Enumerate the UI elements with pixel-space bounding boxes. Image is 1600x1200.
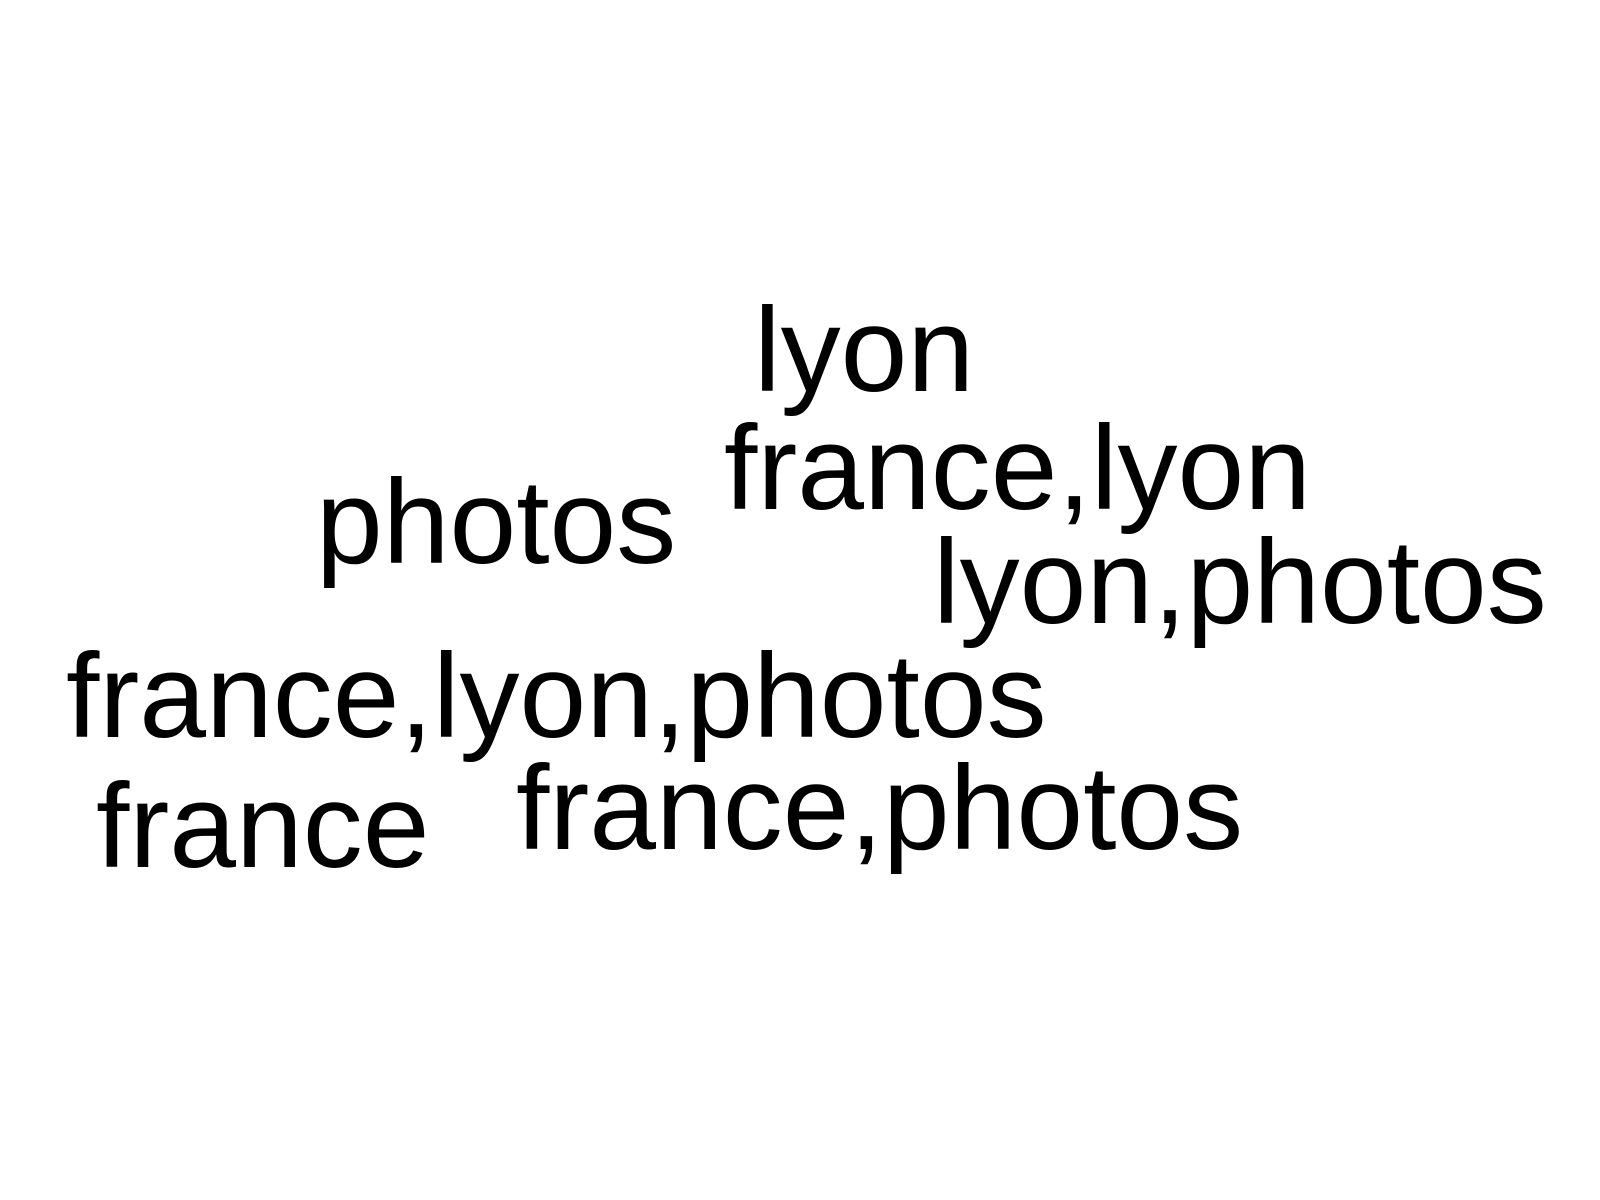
cloud-word-france-photos: france,photos <box>516 741 1244 875</box>
cloud-word-france-lyon: france,lyon <box>724 401 1311 535</box>
cloud-word-lyon-photos: lyon,photos <box>933 515 1547 649</box>
cloud-word-lyon: lyon <box>754 283 975 417</box>
cloud-word-france-lyon-photos: france,lyon,photos <box>66 629 1047 763</box>
cloud-word-france: france <box>96 759 430 893</box>
cloud-word-photos: photos <box>316 455 677 589</box>
